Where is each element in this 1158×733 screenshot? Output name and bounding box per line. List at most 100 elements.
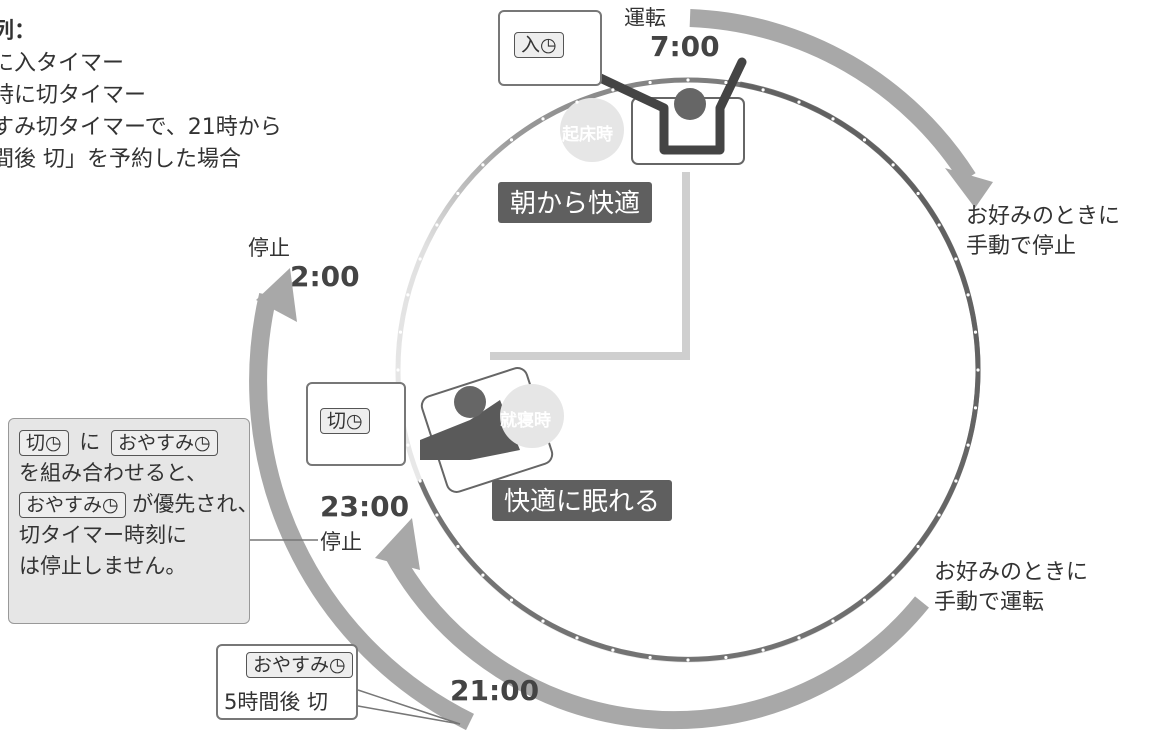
clock-tick — [797, 636, 801, 640]
arrow-stop-arc — [249, 292, 474, 731]
clock-tick — [831, 619, 835, 623]
clock-tick — [481, 573, 485, 577]
clock-tick — [575, 100, 579, 104]
clock-tick — [724, 655, 728, 660]
arrow-night-arc — [384, 547, 929, 730]
clock-tick — [611, 88, 615, 92]
manual-stop-line-2: 手動で停止 — [966, 234, 1077, 259]
manual-stop-line-1: お好みのときに — [966, 204, 1121, 229]
clock-tick — [406, 293, 410, 297]
clock-tick — [406, 443, 410, 447]
clock-tick — [396, 368, 400, 372]
stop-label-top: 停止 — [248, 236, 290, 260]
stop-label-mid: 停止 — [320, 530, 362, 554]
clock-tick — [862, 598, 867, 602]
clock-tick — [418, 257, 422, 261]
manual-stop-label: お好みのときに 手動で停止 — [966, 202, 1120, 262]
info-row-3-tail: が優先され、 — [132, 492, 259, 516]
sleep-event-label: 就寝時 — [500, 411, 551, 431]
manual-run-line-1: お好みのときに — [934, 560, 1089, 585]
time-2100: 21:00 — [450, 674, 540, 707]
clock-tick — [916, 191, 920, 196]
time-0200: 2:00 — [290, 260, 360, 293]
sleep-timer-pointer-b — [357, 705, 461, 725]
on-timer-callout: 入◷ — [498, 10, 602, 86]
clock-tick — [611, 648, 615, 652]
clock-tick — [456, 191, 460, 196]
clock-tick — [456, 544, 460, 549]
sleep-timer-callout: おやすみ◷ 5時間後 切 — [216, 644, 358, 720]
clock-tick — [954, 479, 958, 483]
clock-tick — [648, 655, 652, 660]
note-line-2: 時に切タイマー — [0, 83, 147, 108]
clock-tick — [797, 100, 801, 104]
arrow-night-head — [375, 518, 420, 570]
info-sleep-timer-key: おやすみ◷ — [110, 430, 218, 456]
sleep-event-blob — [500, 384, 564, 448]
clock-tick — [761, 648, 765, 652]
clock-tick — [509, 598, 514, 602]
clock-tick — [966, 293, 970, 297]
morning-banner: 朝から快適 — [498, 182, 653, 223]
info-off-timer-key: 切◷ — [19, 430, 69, 456]
note-line-3: すみ切タイマーで、21時から — [0, 115, 282, 140]
clock-tick — [418, 479, 422, 483]
clock-tick — [575, 636, 579, 640]
note-title: 列： — [0, 19, 37, 44]
clock-tick — [435, 513, 439, 517]
clock-tick — [973, 406, 978, 410]
clock-tick — [686, 78, 690, 82]
clock-tick — [891, 573, 895, 577]
manual-run-label: お好みのときに 手動で運転 — [934, 558, 1088, 618]
info-row-5: は停止しません。 — [19, 554, 187, 578]
clock-tick — [648, 80, 652, 85]
clock-tick — [686, 658, 690, 662]
wake-illustration — [591, 57, 747, 165]
sleep-timer-pointer-a — [357, 689, 461, 725]
time-2300: 23:00 — [320, 490, 410, 523]
sleep-timer-button[interactable]: おやすみ◷ — [246, 652, 353, 678]
clock-tick — [937, 223, 941, 227]
clock-tick — [937, 513, 941, 517]
clock-tick — [954, 257, 958, 261]
clock-tick — [398, 330, 403, 334]
manual-run-line-2: 手動で運転 — [934, 590, 1045, 615]
note-line-4: 間後 切」を予約した場合 — [0, 147, 241, 172]
info-row-2: を組み合わせると、 — [19, 461, 208, 485]
arrow-run-head — [945, 168, 993, 208]
off-timer-button[interactable]: 切◷ — [320, 408, 370, 434]
clock-tick — [541, 619, 545, 623]
run-label: 運転 — [624, 6, 666, 30]
clock-tick — [724, 80, 728, 85]
arrow-stop-head — [256, 268, 297, 322]
clock-tick — [891, 163, 895, 167]
info-row-3: おやすみ◷ が優先され、 — [19, 489, 259, 520]
info-row-4: 切タイマー時刻に — [19, 523, 187, 547]
note-line-1: に入タイマー — [0, 51, 125, 76]
clock-tick — [862, 138, 867, 142]
clock-tick — [761, 88, 765, 92]
wake-event-label: 起床時 — [562, 125, 613, 145]
clock-tick — [973, 330, 978, 334]
wake-event-blob — [560, 98, 624, 162]
night-banner: 快適に眠れる — [492, 480, 673, 521]
info-ni: に — [79, 430, 101, 454]
clock-tick — [966, 443, 970, 447]
example-note: 列： に入タイマー 時に切タイマー すみ切タイマーで、21時から 間後 切」を予… — [0, 16, 282, 176]
clock-tick — [541, 117, 545, 121]
clock-tick — [509, 138, 514, 142]
info-row-1: 切◷ に おやすみ◷ — [19, 427, 239, 458]
info-sleep-timer-key-2: おやすみ◷ — [19, 492, 126, 518]
off-timer-callout: 切◷ — [306, 382, 406, 466]
clock-tick — [831, 117, 835, 121]
clock-tick — [976, 368, 980, 372]
arrow-run-arc — [689, 9, 976, 183]
clock-tick — [435, 223, 439, 227]
on-timer-button[interactable]: 入◷ — [514, 32, 564, 58]
clock-tick — [916, 544, 920, 549]
time-0700: 7:00 — [650, 30, 720, 63]
info-box: 切◷ に おやすみ◷ を組み合わせると、 おやすみ◷ が優先され、 切タイマー時… — [8, 418, 259, 624]
clock-tick — [481, 163, 485, 167]
